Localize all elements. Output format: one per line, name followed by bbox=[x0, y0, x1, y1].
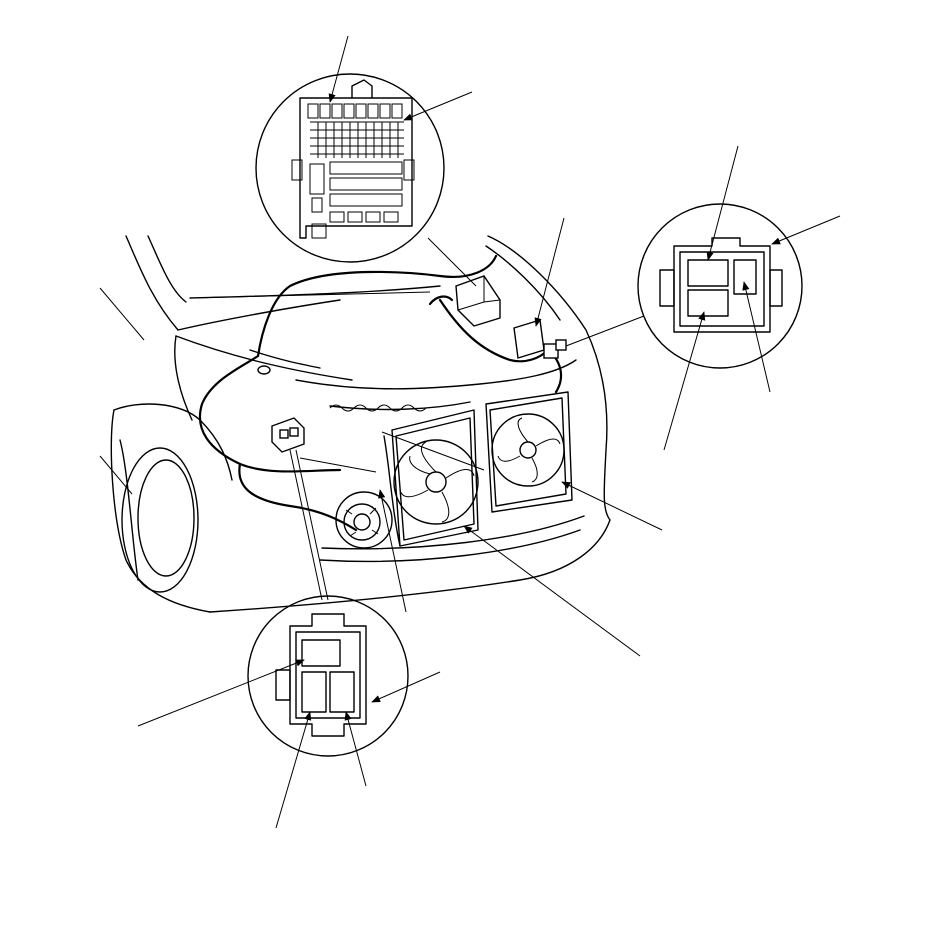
callout-body-left-upper bbox=[99, 287, 145, 341]
callout-fuse-box-upper bbox=[328, 35, 349, 103]
fuse-row-top bbox=[307, 103, 403, 119]
fuse-box-detail-view bbox=[255, 73, 445, 263]
terminal-bottom-right bbox=[329, 671, 355, 713]
callout-right-connector-terminal-a bbox=[663, 311, 706, 451]
callout-relay-bracket bbox=[534, 217, 565, 327]
terminal-top bbox=[301, 639, 341, 667]
fan-left bbox=[393, 439, 479, 525]
terminal-lower-left bbox=[687, 289, 729, 317]
wire-harness bbox=[198, 254, 563, 532]
relay-block-right bbox=[513, 319, 567, 359]
callout-right-connector-top bbox=[706, 145, 739, 261]
callout-right-connector-terminal-b bbox=[742, 281, 771, 393]
callout-left-connector-terminal-right bbox=[344, 711, 367, 787]
callout-left-connector-side bbox=[371, 671, 441, 703]
detail-link-lines bbox=[289, 237, 645, 601]
radiator-assembly bbox=[383, 391, 573, 547]
ac-compressor bbox=[335, 491, 393, 549]
callout-fuse-box-right bbox=[403, 91, 473, 121]
left-connector-detail-view bbox=[247, 595, 409, 757]
callout-left-connector-terminal-top bbox=[137, 659, 305, 727]
fuse-box-small bbox=[455, 275, 501, 327]
callout-harness-link bbox=[189, 291, 431, 299]
terminal-bottom-left bbox=[301, 671, 327, 713]
right-connector-detail-view bbox=[637, 203, 803, 369]
callout-right-connector-corner bbox=[771, 215, 841, 245]
callout-radiator-lower bbox=[463, 525, 641, 657]
fuse-grid bbox=[310, 121, 404, 158]
callout-leaders bbox=[99, 35, 841, 829]
callout-fan-link bbox=[381, 431, 485, 471]
callout-radiator-fan-right bbox=[561, 481, 663, 531]
terminal-right bbox=[733, 259, 757, 295]
fan-right bbox=[491, 413, 565, 487]
callout-relay-link bbox=[299, 457, 377, 473]
callout-body-left-lower bbox=[99, 455, 133, 495]
car-body-outline bbox=[110, 235, 611, 613]
terminal-upper-left bbox=[687, 259, 729, 287]
callout-compressor-lower bbox=[378, 489, 407, 613]
relay-block-left bbox=[271, 417, 305, 453]
callout-left-connector-terminal-left bbox=[275, 711, 312, 829]
